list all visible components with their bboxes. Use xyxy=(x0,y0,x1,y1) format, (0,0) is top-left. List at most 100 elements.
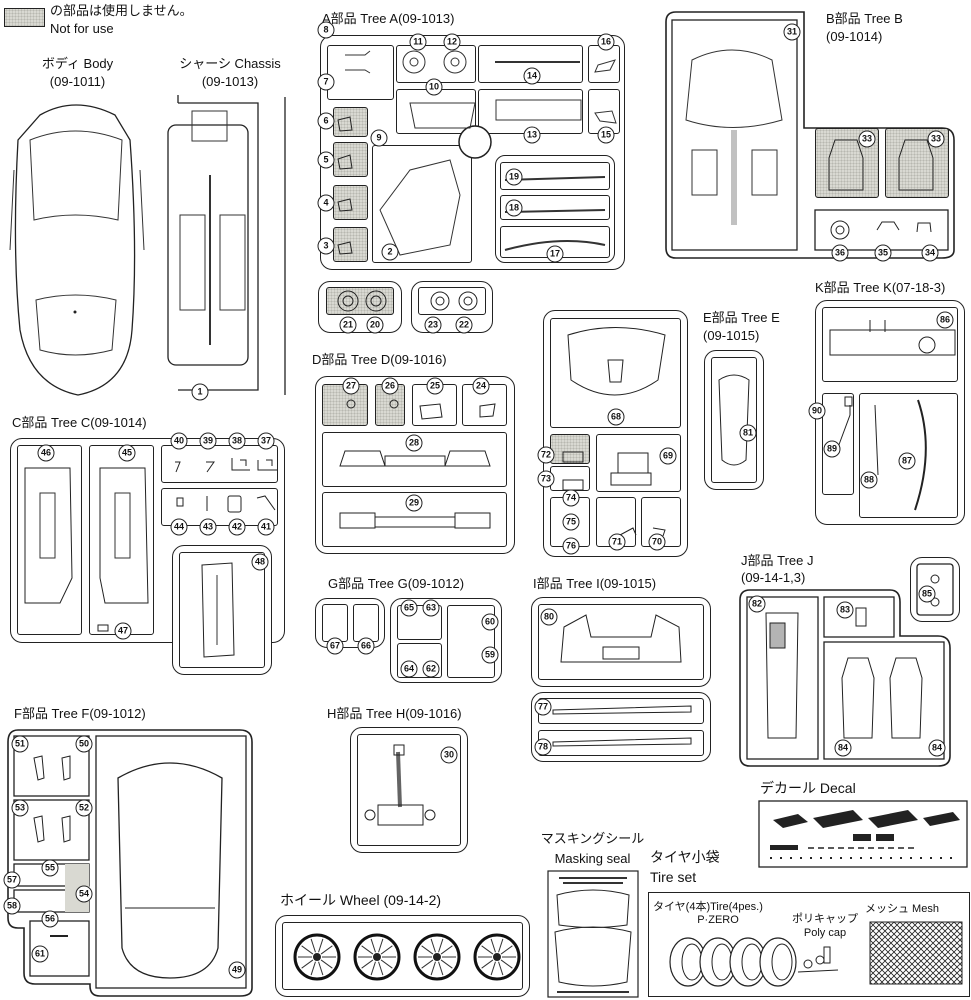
decal-sheet xyxy=(758,800,968,868)
tree-a-gate-ring xyxy=(458,125,492,159)
part-number-84-left: 84 xyxy=(834,739,852,757)
part-number-71: 71 xyxy=(608,533,626,551)
part-number-7: 7 xyxy=(317,73,335,91)
wheel-title: ホイール Wheel (09-14-2) xyxy=(280,892,442,908)
part-number-31: 31 xyxy=(783,23,801,41)
rear-bumper-drawing xyxy=(560,614,682,663)
tree-c-parts-drawing xyxy=(24,458,278,632)
brake-disc-drawing xyxy=(337,290,478,312)
mesh-label: メッシュ Mesh xyxy=(865,903,939,915)
part-number-25: 25 xyxy=(426,377,444,395)
part-number-61: 61 xyxy=(31,945,49,963)
tree-d-title: D部品 Tree D(09-1016) xyxy=(312,352,447,367)
polycap-drawing xyxy=(797,946,839,973)
rear-spoiler-drawing xyxy=(718,374,750,466)
tree-i-cell-78 xyxy=(538,730,704,756)
wheel-4 xyxy=(473,933,521,981)
tree-g-cell-66 xyxy=(353,604,379,642)
tree-j-85-drawing xyxy=(916,563,954,616)
tree-c-title: C部品 Tree C(09-1014) xyxy=(12,415,147,430)
part-number-38: 38 xyxy=(228,432,246,450)
part-number-41: 41 xyxy=(257,518,275,536)
part-number-80: 80 xyxy=(540,608,558,626)
part-number-62: 62 xyxy=(422,660,440,678)
part-number-69: 69 xyxy=(659,447,677,465)
part-number-63: 63 xyxy=(422,599,440,617)
part-number-88: 88 xyxy=(860,471,878,489)
part-number-49: 49 xyxy=(228,961,246,979)
part-number-12: 12 xyxy=(443,33,461,51)
tree-b-frame xyxy=(665,11,955,259)
part-number-65: 65 xyxy=(400,599,418,617)
tire-drawing xyxy=(669,921,963,987)
part-number-9: 9 xyxy=(370,129,388,147)
part-number-89: 89 xyxy=(823,440,841,458)
part-number-46: 46 xyxy=(37,444,55,462)
part-number-2: 2 xyxy=(381,243,399,261)
tree-i-title: I部品 Tree I(09-1015) xyxy=(533,576,657,591)
part-number-22: 22 xyxy=(455,316,473,334)
part-number-82: 82 xyxy=(748,595,766,613)
part-number-47: 47 xyxy=(114,622,132,640)
part-number-14: 14 xyxy=(523,67,541,85)
polycap-label-jp: ポリキャップ xyxy=(792,913,858,925)
part-number-84-right: 84 xyxy=(928,739,946,757)
part-number-18: 18 xyxy=(505,199,523,217)
part-number-67: 67 xyxy=(326,637,344,655)
part-number-55: 55 xyxy=(41,859,59,877)
part-number-28: 28 xyxy=(405,434,423,452)
tire-set-title-jp: タイヤ小袋 xyxy=(650,849,720,865)
part-number-36: 36 xyxy=(831,244,849,262)
masking-title-jp: マスキングシール xyxy=(540,831,645,846)
body-shell-drawing xyxy=(9,104,145,396)
tire-set-frame xyxy=(648,892,970,997)
part-number-73: 73 xyxy=(537,470,555,488)
part-number-78: 78 xyxy=(534,738,552,756)
part-number-70: 70 xyxy=(648,533,666,551)
part-number-16: 16 xyxy=(597,33,615,51)
part-number-86: 86 xyxy=(936,311,954,329)
chassis-code: (09-1013) xyxy=(201,74,259,89)
part-number-54: 54 xyxy=(75,885,93,903)
part-number-35: 35 xyxy=(874,244,892,262)
part-number-17: 17 xyxy=(546,245,564,263)
tree-j-frame xyxy=(739,589,951,767)
masking-title-en: Masking seal xyxy=(554,851,631,866)
tree-e-cell-70 xyxy=(641,497,681,547)
part-number-56: 56 xyxy=(41,910,59,928)
part-number-74: 74 xyxy=(562,489,580,507)
part-number-8: 8 xyxy=(317,21,335,39)
part-number-10: 10 xyxy=(425,78,443,96)
body-code: (09-1011) xyxy=(49,74,106,89)
tree-i-cell-77 xyxy=(538,698,704,724)
tree-b-seat-back-drawing xyxy=(828,139,934,191)
tree-g-title: G部品 Tree G(09-1012) xyxy=(328,576,465,591)
body-title: ボディ Body xyxy=(41,56,114,71)
part-number-5: 5 xyxy=(317,151,335,169)
exhaust-drawing xyxy=(364,744,436,826)
part-number-33-right: 33 xyxy=(927,130,945,148)
part-number-64: 64 xyxy=(400,660,418,678)
part-number-87: 87 xyxy=(898,452,916,470)
part-number-43: 43 xyxy=(199,518,217,536)
tree-a-cell-2 xyxy=(372,145,472,263)
part-number-15: 15 xyxy=(597,126,615,144)
part-number-85: 85 xyxy=(918,585,936,603)
tire-4 xyxy=(759,937,797,987)
tree-j-subframe-85 xyxy=(910,557,960,622)
part-number-33-left: 33 xyxy=(858,130,876,148)
legend-text-jp: の部品は使用しません。 xyxy=(50,3,193,18)
part-number-51: 51 xyxy=(11,735,29,753)
part-number-24: 24 xyxy=(472,377,490,395)
part-number-59: 59 xyxy=(481,646,499,664)
tree-d-cell-29 xyxy=(322,492,507,547)
part-number-30: 30 xyxy=(440,746,458,764)
tire-set-title-en: Tire set xyxy=(650,869,697,885)
part-number-6: 6 xyxy=(317,112,335,130)
part-number-50: 50 xyxy=(75,735,93,753)
tree-k-title: K部品 Tree K(07-18-3) xyxy=(815,280,946,295)
part-number-81: 81 xyxy=(739,424,757,442)
part-number-66: 66 xyxy=(357,637,375,655)
tree-c-cell-48 xyxy=(179,552,265,668)
dashboard-drawing xyxy=(201,562,235,658)
